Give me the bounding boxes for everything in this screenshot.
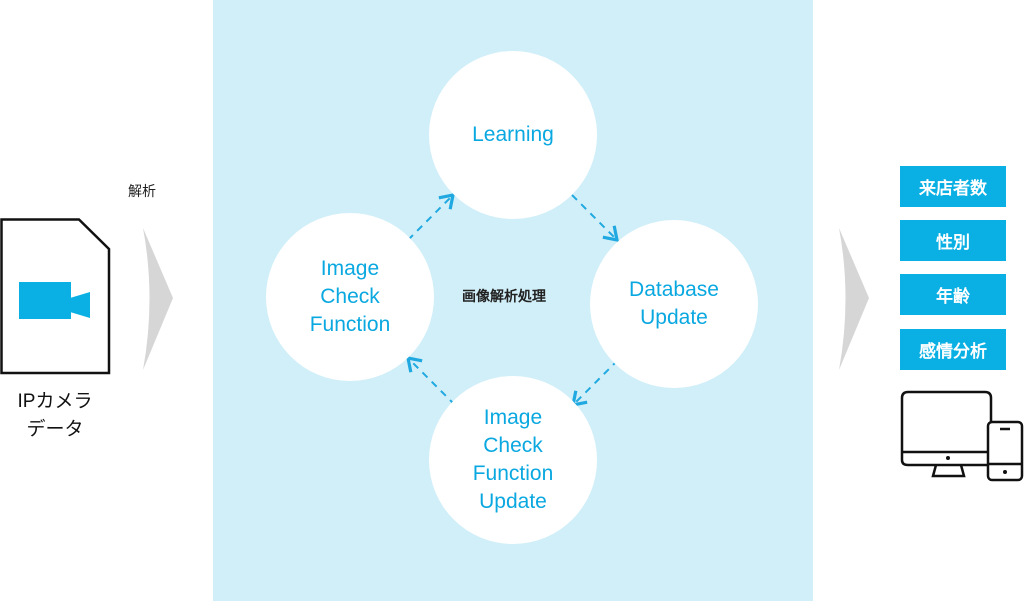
- output-gender: 性別: [900, 220, 1006, 261]
- file-document-icon: [0, 218, 111, 375]
- output-age: 年齢: [900, 274, 1006, 315]
- video-camera-icon: [19, 282, 90, 319]
- center-label: 画像解析処理: [462, 288, 546, 304]
- output-emotion-analysis: 感情分析: [900, 329, 1006, 370]
- analysis-label: 解析: [128, 183, 156, 199]
- output-visitor-count: 来店者数: [900, 166, 1006, 207]
- arrow-check-to-learning: [407, 192, 456, 241]
- arrow-update-to-check: [405, 355, 456, 406]
- arrow-database-to-update: [570, 359, 619, 408]
- arrow-learning-to-database: [571, 194, 620, 243]
- node-learning: Learning: [429, 51, 597, 219]
- source-label: IPカメラ データ: [17, 391, 93, 440]
- chevron-right-icon: [839, 228, 869, 370]
- node-image-check-function-update: Image Check Function Update: [429, 376, 597, 544]
- node-image-check-function: Image Check Function: [266, 213, 434, 381]
- node-database-update: Database Update: [590, 220, 758, 388]
- chevron-right-icon: [143, 228, 173, 370]
- desktop-and-phone-icon: [900, 390, 1024, 482]
